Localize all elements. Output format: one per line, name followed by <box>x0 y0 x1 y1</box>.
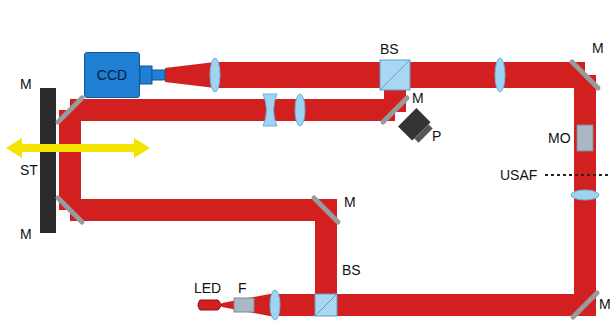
target-label: USAF <box>500 167 537 183</box>
mirror <box>314 62 598 317</box>
mirror-label: M <box>344 194 356 210</box>
camera-label: CCD <box>97 67 127 83</box>
objective-label: MO <box>548 130 571 146</box>
mirror-label: M <box>20 76 32 92</box>
filter-label: F <box>238 280 247 296</box>
mirror-label: M <box>412 90 424 106</box>
mirror-label: M <box>599 296 611 312</box>
beam-splitter-label: BS <box>342 262 361 278</box>
mirror-label: M <box>592 40 604 56</box>
source-label: LED <box>194 280 221 296</box>
stage-arrow <box>6 138 150 158</box>
camera-body: CCD <box>84 52 140 98</box>
beam-splitter-label: BS <box>380 41 399 57</box>
lens <box>210 58 599 320</box>
mirror-label: M <box>20 226 32 242</box>
laser-beam <box>59 62 596 317</box>
stage-label: ST <box>20 162 38 178</box>
piezo-label: P <box>432 128 441 144</box>
